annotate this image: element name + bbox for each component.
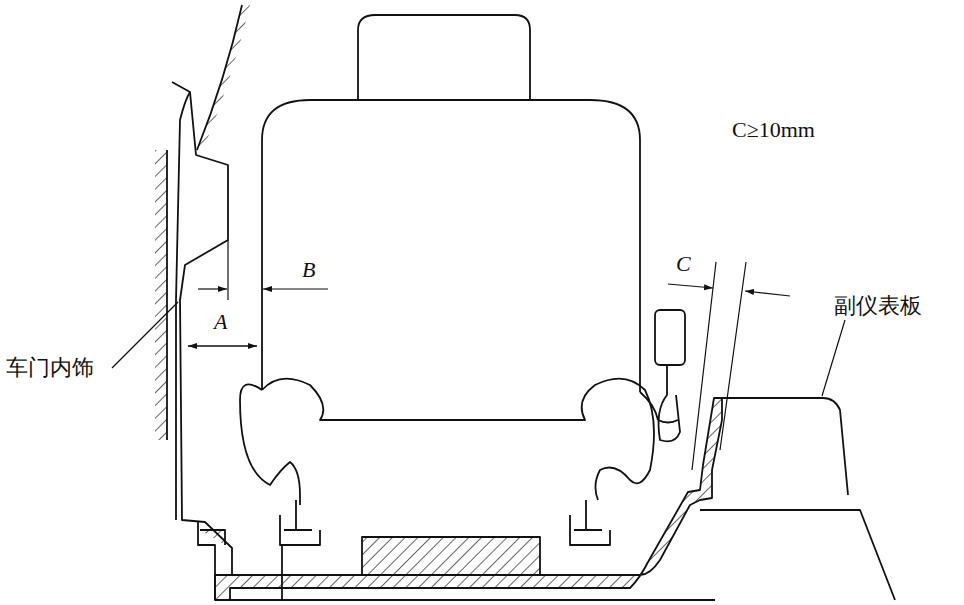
dimension-letter: A xyxy=(212,310,229,334)
part-name: 副仪表板 xyxy=(832,294,924,318)
dimension-letter: C xyxy=(674,252,693,276)
part-name: 车门内饰 xyxy=(4,356,96,380)
dimension-note: C≥10mm xyxy=(730,118,817,142)
dimension-letter: B xyxy=(300,258,317,282)
